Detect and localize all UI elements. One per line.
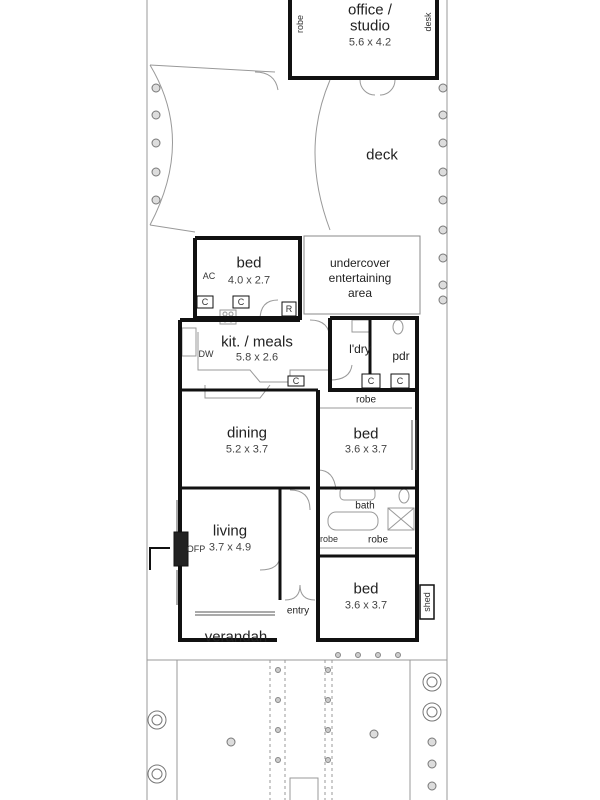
dw-label: DW <box>198 348 214 359</box>
living-dims: 3.7 x 4.9 <box>208 541 252 554</box>
entry-label: entry <box>286 605 310 617</box>
bed2-dims: 3.6 x 3.7 <box>344 443 388 456</box>
powder-label: pdr <box>392 349 410 364</box>
west-walls <box>178 320 277 642</box>
verandah-label: verandah <box>204 628 268 646</box>
east-walls <box>316 390 419 642</box>
living-label: living <box>212 522 248 540</box>
ac-label: AC <box>202 270 216 281</box>
ofp-label: OFP <box>186 543 206 554</box>
bed2-robe-label: robe <box>355 394 377 406</box>
cupboard-label-3: C <box>292 375 300 386</box>
dining-label: dining <box>226 424 268 442</box>
bed2-label: bed <box>353 425 379 443</box>
office-desk-label: desk <box>422 12 433 32</box>
bed3-label: bed <box>353 580 379 598</box>
kitchen-label: kit. / meals <box>221 333 293 351</box>
office-label: office / <box>348 1 392 19</box>
laundry-label: l'dry <box>349 342 371 357</box>
bed3-dims: 3.6 x 3.7 <box>344 599 388 612</box>
cupboard-label-5: C <box>396 375 404 386</box>
kitchen-dims: 5.8 x 2.6 <box>235 351 279 364</box>
refrigerator-label: R <box>285 303 293 314</box>
cupboard-label-2: C <box>237 296 245 307</box>
bed1-label: bed <box>236 254 262 272</box>
deck-arc-right <box>314 79 331 231</box>
deck-arc-left <box>149 64 173 226</box>
office-dims: 5.6 x 4.2 <box>348 36 392 49</box>
bed3-robe-label: robe <box>367 534 389 546</box>
shed-label: shed <box>421 592 432 612</box>
undercover-label-2: entertaining <box>328 271 392 286</box>
cupboard-label-1: C <box>201 296 209 307</box>
dining-dims: 5.2 x 3.7 <box>225 443 269 456</box>
bed1-dims: 4.0 x 2.7 <box>227 274 271 287</box>
bath-label: bath <box>355 500 375 512</box>
bath-robe-label: robe <box>319 533 339 544</box>
cupboard-label-4: C <box>367 375 375 386</box>
deck-label: deck <box>366 146 398 164</box>
office-label-2: studio <box>349 17 391 35</box>
undercover-label-1: undercover <box>329 256 391 271</box>
office-walls <box>288 0 439 80</box>
office-robe-label: robe <box>294 14 305 34</box>
undercover-label-3: area <box>347 286 373 301</box>
